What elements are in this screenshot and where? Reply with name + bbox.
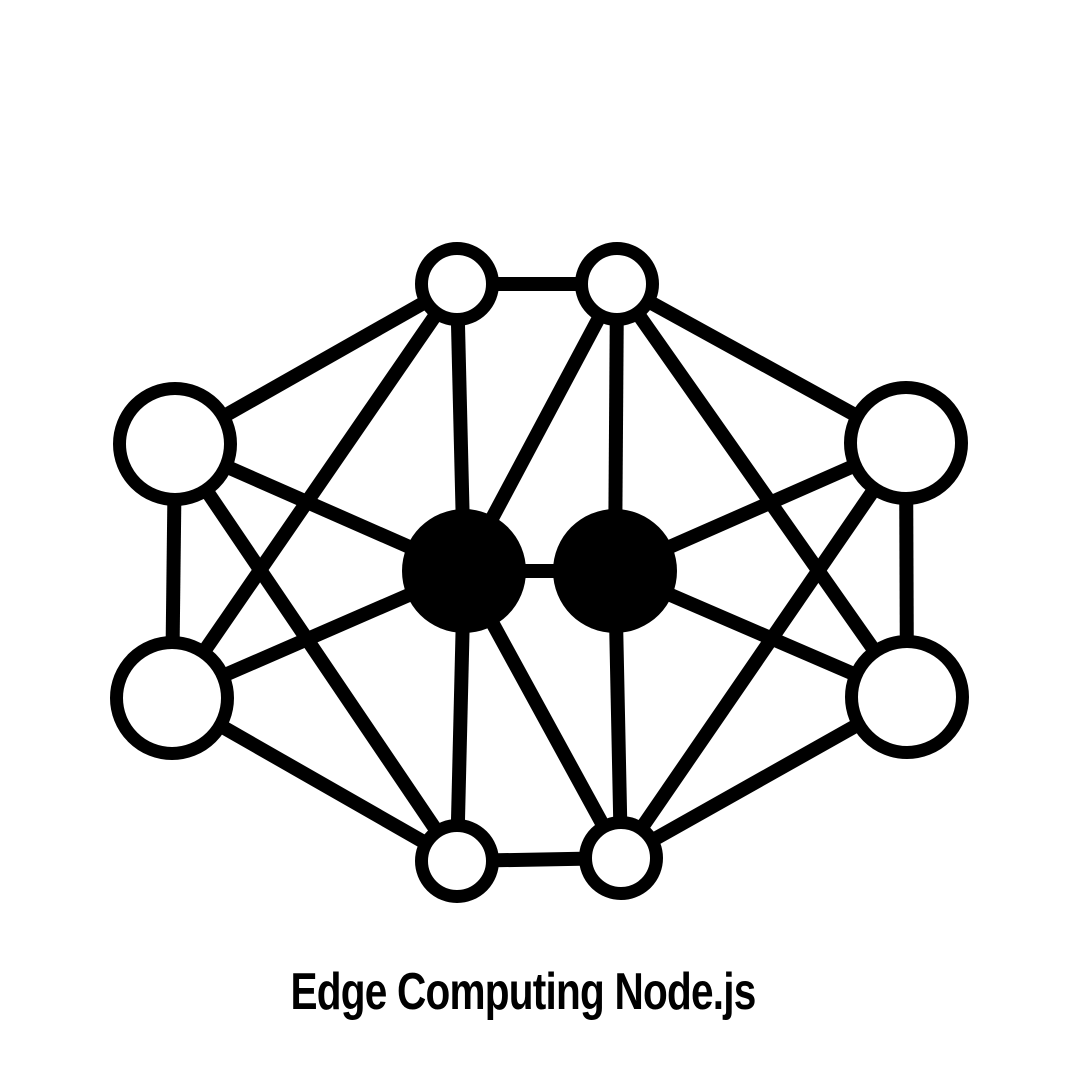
network-node-bottom-right <box>579 816 663 900</box>
network-edge-outer-left-upper--bottom-left <box>169 440 463 865</box>
network-node-outer-left-lower <box>110 636 234 760</box>
network-node-bottom-left <box>415 819 499 903</box>
hub-node-hub-left <box>402 509 526 633</box>
network-node-top-right <box>575 242 659 326</box>
caption: Edge Computing Node.js <box>290 963 756 1021</box>
network-node-outer-right-upper <box>844 381 968 505</box>
network-node-outer-left-upper <box>113 382 237 506</box>
network-edge-outer-right-upper--bottom-right <box>615 439 912 862</box>
network-edge-outer-left-lower--top-left <box>166 280 463 702</box>
network-node-outer-right-lower <box>845 635 969 759</box>
network-node-top-left <box>415 242 499 326</box>
network-edge-outer-right-lower--top-right <box>611 279 913 702</box>
hub-node-hub-right <box>553 509 677 633</box>
